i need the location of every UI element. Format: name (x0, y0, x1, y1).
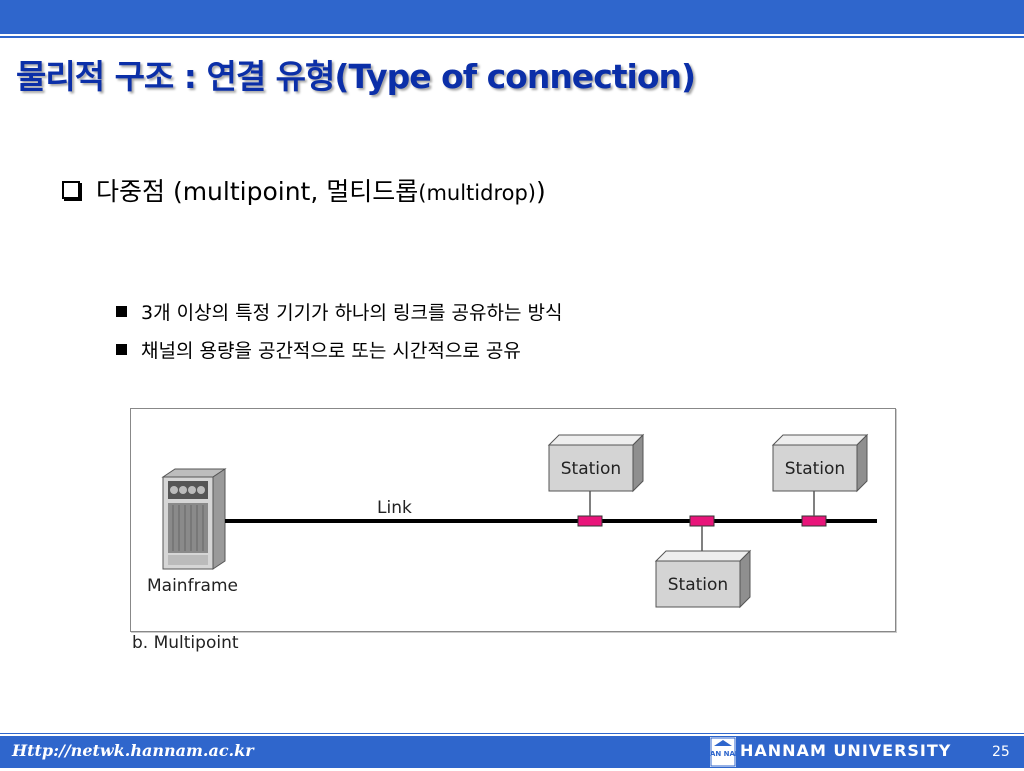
footer-divider (0, 733, 1024, 734)
link-label: Link (377, 498, 412, 518)
square-bullet-icon (116, 306, 127, 317)
station-label-3: Station (785, 459, 845, 479)
slide-title: 물리적 구조 : 연결 유형(Type of connection) (16, 57, 696, 96)
university-logo-icon: HAN NAM (704, 737, 742, 767)
footer-url-link[interactable]: Http://netwk.hannam.ac.kr (12, 741, 254, 760)
station-label-2: Station (668, 575, 728, 595)
diagram-caption: b. Multipoint (132, 633, 239, 653)
main-bullet: 다중점 (multipoint, 멀티드롭(multidrop)) (62, 172, 546, 208)
multipoint-diagram: Mainframe Link Station Station (130, 408, 896, 632)
main-bullet-close: ) (536, 177, 546, 206)
main-bullet-text: 다중점 (multipoint, 멀티드롭 (96, 177, 419, 206)
station-label-1: Station (561, 459, 621, 479)
tap-connector-3 (801, 515, 827, 527)
page-number: 25 (992, 744, 1010, 760)
top-divider (0, 36, 1024, 38)
sub-bullet-2: 채널의 용량을 공간적으로 또는 시간적으로 공유 (116, 336, 521, 363)
sub-bullet-text: 채널의 용량을 공간적으로 또는 시간적으로 공유 (141, 340, 521, 362)
tap-connector-1 (577, 515, 603, 527)
station-box-3 (771, 433, 869, 493)
station-box-1 (547, 433, 645, 493)
university-name: HANNAM UNIVERSITY (740, 741, 952, 760)
square-bullet-icon (116, 344, 127, 355)
mainframe-icon (161, 468, 227, 570)
station-box-2 (654, 549, 752, 609)
tap-connector-2 (689, 515, 715, 527)
logo-text: HAN NAM (710, 750, 736, 758)
main-bullet-small: (multidrop) (418, 181, 536, 205)
footer-bar (0, 736, 1024, 768)
mainframe-label: Mainframe (147, 576, 238, 596)
diagram-svg: Mainframe Link Station Station (147, 433, 877, 609)
sub-bullet-text: 3개 이상의 특정 기기가 하나의 링크를 공유하는 방식 (141, 302, 563, 324)
top-bar (0, 0, 1024, 34)
checkbox-bullet-icon (62, 181, 80, 199)
sub-bullet-1: 3개 이상의 특정 기기가 하나의 링크를 공유하는 방식 (116, 298, 562, 325)
